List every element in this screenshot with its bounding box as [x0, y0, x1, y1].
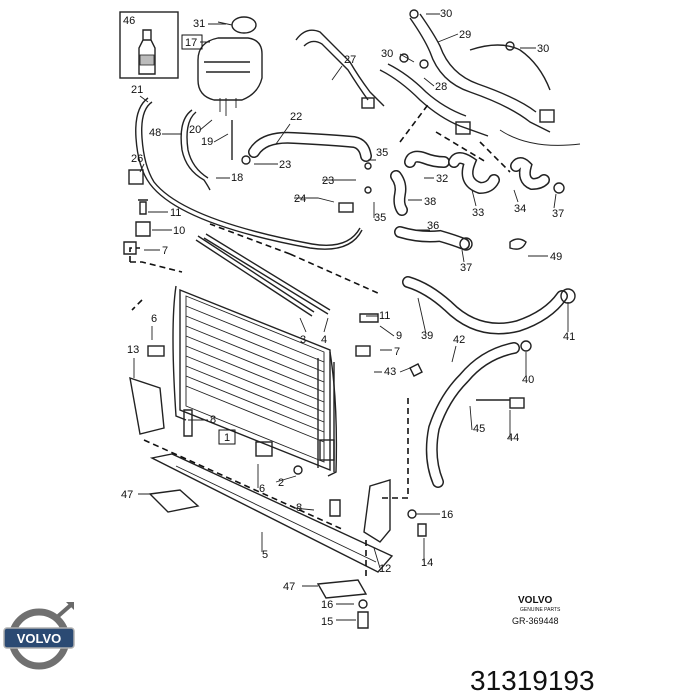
- callout-48: 48: [149, 127, 161, 139]
- callout-13: 13: [127, 344, 139, 356]
- callout-23-middle: 23: [322, 175, 334, 187]
- callout-15: 15: [321, 616, 333, 628]
- callout-42: 42: [453, 334, 465, 346]
- callout-26: 26: [131, 153, 143, 165]
- callout-37-right: 37: [552, 208, 564, 220]
- upper-right-hoses: [295, 9, 581, 146]
- stamp-reference: GR-369448: [512, 616, 559, 626]
- left-mounting-hardware: [123, 199, 151, 255]
- callout-box-1: [218, 429, 236, 445]
- callout-41: 41: [563, 331, 575, 343]
- callout-7-right: 7: [394, 346, 400, 358]
- callout-8-lower: 8: [296, 502, 302, 514]
- callout-21: 21: [131, 84, 143, 96]
- lower-radiator-hoses: [355, 276, 576, 488]
- callout-31: 31: [193, 18, 205, 30]
- callout-3: 3: [300, 334, 306, 346]
- lower-centre-hardware: [316, 579, 369, 629]
- callout-16-right: 16: [441, 509, 453, 521]
- callout-45: 45: [473, 423, 485, 435]
- callout-19: 19: [201, 136, 213, 148]
- callout-12: 12: [379, 563, 391, 575]
- callout-6-left: 6: [151, 313, 157, 325]
- callout-29: 29: [459, 29, 471, 41]
- callout-2: 2: [278, 477, 284, 489]
- callout-32: 32: [436, 173, 448, 185]
- callout-4: 4: [321, 334, 327, 346]
- callout-30-left: 30: [381, 48, 393, 60]
- callout-30-right: 30: [537, 43, 549, 55]
- coolant-bottle-inset: [119, 11, 179, 79]
- callout-30-top: 30: [440, 8, 452, 20]
- tank-hoses: [128, 97, 363, 250]
- callout-16-lower: 16: [321, 599, 333, 611]
- lower-support-member: [148, 441, 394, 573]
- callout-8-upper: 8: [210, 414, 216, 426]
- volvo-logo: VOLVO: [3, 602, 75, 670]
- callout-1: 1: [224, 432, 230, 444]
- callout-17: 17: [185, 37, 197, 49]
- callout-27: 27: [344, 54, 356, 66]
- radiator: [172, 285, 338, 477]
- middle-right-hoses: [364, 150, 565, 251]
- callout-40: 40: [522, 374, 534, 386]
- callout-11-right: 11: [379, 310, 390, 322]
- callout-28: 28: [435, 81, 447, 93]
- callout-10: 10: [173, 225, 185, 237]
- callout-leaders: [133, 13, 569, 621]
- callout-24: 24: [294, 193, 306, 205]
- callout-35-upper: 35: [376, 147, 388, 159]
- callout-33: 33: [472, 207, 484, 219]
- part-number: 31319193: [470, 665, 595, 696]
- expansion-tank: [197, 16, 263, 116]
- callout-47-lower: 47: [283, 581, 295, 593]
- callout-9: 9: [396, 330, 402, 342]
- callout-44: 44: [507, 432, 519, 444]
- callout-39: 39: [421, 330, 433, 342]
- callout-38: 38: [424, 196, 436, 208]
- callout-11-left: 11: [170, 207, 181, 219]
- callout-36: 36: [427, 220, 439, 232]
- stamp-subline: GENUINE PARTS: [520, 607, 561, 613]
- callout-35-lower: 35: [374, 212, 386, 224]
- hose-22: [241, 131, 372, 165]
- callout-5: 5: [262, 549, 268, 561]
- callout-6-lower: 6: [259, 483, 265, 495]
- dashed-leader-lines: [129, 101, 511, 580]
- callout-37-middle: 37: [460, 262, 472, 274]
- stamp-brand: VOLVO: [518, 595, 552, 606]
- callout-49: 49: [550, 251, 562, 263]
- callout-7-left: 7: [162, 245, 168, 257]
- right-bracket: [363, 479, 427, 543]
- callout-22: 22: [290, 111, 302, 123]
- callout-46: 46: [123, 15, 135, 27]
- callout-18: 18: [231, 172, 243, 184]
- callout-34: 34: [514, 203, 526, 215]
- callout-23-upper: 23: [279, 159, 291, 171]
- seal-strips: [195, 233, 331, 317]
- left-bracket: [129, 345, 165, 435]
- callout-labels: 46 31 17 21 48 20 19 26 18 11 10 7 22 23…: [121, 8, 575, 628]
- callout-43: 43: [384, 366, 396, 378]
- callout-47-left: 47: [121, 489, 133, 501]
- catalog-stamp: VOLVO GENUINE PARTS GR-369448: [512, 595, 561, 626]
- callout-20: 20: [189, 124, 201, 136]
- logo-wordmark: VOLVO: [17, 631, 62, 646]
- callout-14: 14: [421, 557, 433, 569]
